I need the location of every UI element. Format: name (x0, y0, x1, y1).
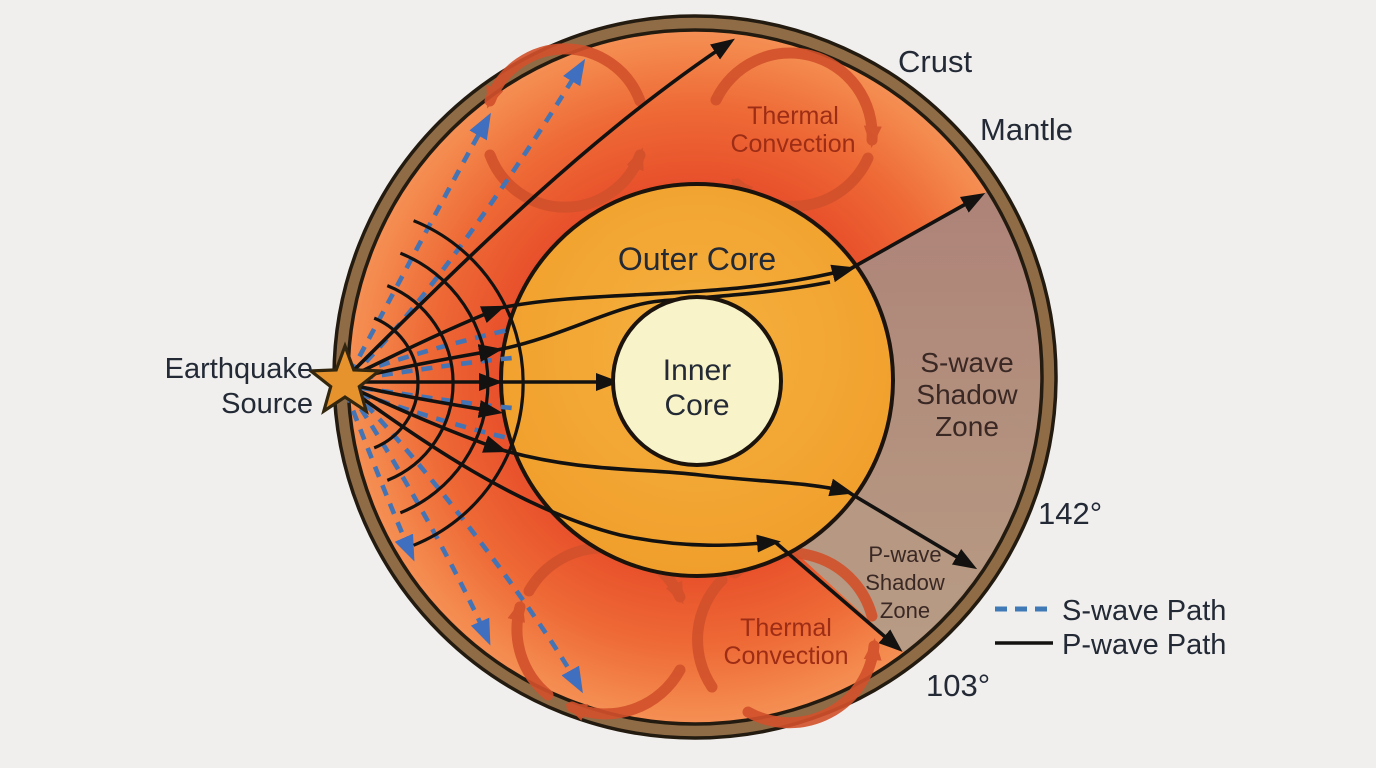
thermal-convection-bottom-label-1: Thermal (740, 614, 832, 642)
p-wave-shadow-label-3: Zone (880, 598, 930, 623)
legend-s-wave-label: S-wave Path (1062, 595, 1226, 627)
mantle-label: Mantle (980, 112, 1073, 147)
p-wave-ray (347, 382, 503, 418)
earthquake-source-label-1: Earthquake (165, 353, 313, 385)
s-wave-shadow-label-2: Shadow (916, 379, 1018, 410)
p-wave-shadow-zone (793, 494, 978, 653)
convection-arc (710, 47, 882, 148)
s-wave-shadow-label-1: S-wave (920, 347, 1013, 378)
p-wave-ray (501, 448, 854, 497)
thermal-convection-top-label-2: Convection (730, 130, 855, 158)
p-wave-ray (346, 38, 735, 378)
legend: S-wave Path P-wave Path (995, 595, 1226, 661)
earthquake-star-icon (306, 341, 384, 415)
thermal-convection-top-label-1: Thermal (747, 102, 839, 130)
convection-arc (692, 574, 728, 693)
p-wave-shadow-label-1: P-wave (868, 542, 941, 567)
p-wave-ray (849, 193, 986, 271)
s-wave-shadow-label-3: Zone (935, 411, 999, 442)
s-wave-path-stub (359, 327, 509, 375)
s-wave-path (350, 388, 583, 694)
angle-103-label: 103° (926, 668, 990, 703)
angle-142-label: 142° (1038, 496, 1102, 531)
p-wave-ray (773, 540, 903, 652)
crust-label: Crust (898, 44, 972, 79)
convection-arc (507, 599, 554, 701)
s-wave-path-stub (361, 355, 513, 381)
p-wave-ray (496, 280, 831, 352)
convection-arc (484, 147, 646, 213)
convection-arc (484, 43, 646, 109)
p-wave-ray (347, 384, 508, 453)
outer-core-label: Outer Core (618, 241, 776, 277)
thermal-convection-bottom-label-2: Convection (723, 642, 848, 670)
convection-arc (564, 664, 686, 721)
p-wave-ray (346, 386, 781, 553)
convection-arc (742, 638, 882, 729)
legend-p-wave-label: P-wave Path (1062, 629, 1226, 661)
p-wave-ray (499, 264, 856, 310)
s-wave-path (343, 391, 415, 562)
inner-core-label-1: Inner (663, 354, 731, 387)
p-wave-shadow-label-2: Shadow (865, 570, 945, 595)
inner-core (611, 295, 783, 467)
earthquake-source-label-2: Source (221, 388, 313, 420)
p-wave-ray (847, 490, 978, 570)
s-wave-path (347, 112, 491, 376)
p-wave-rays (346, 38, 986, 652)
convection-loops (484, 43, 882, 729)
inner-core-label-2: Core (664, 389, 729, 422)
